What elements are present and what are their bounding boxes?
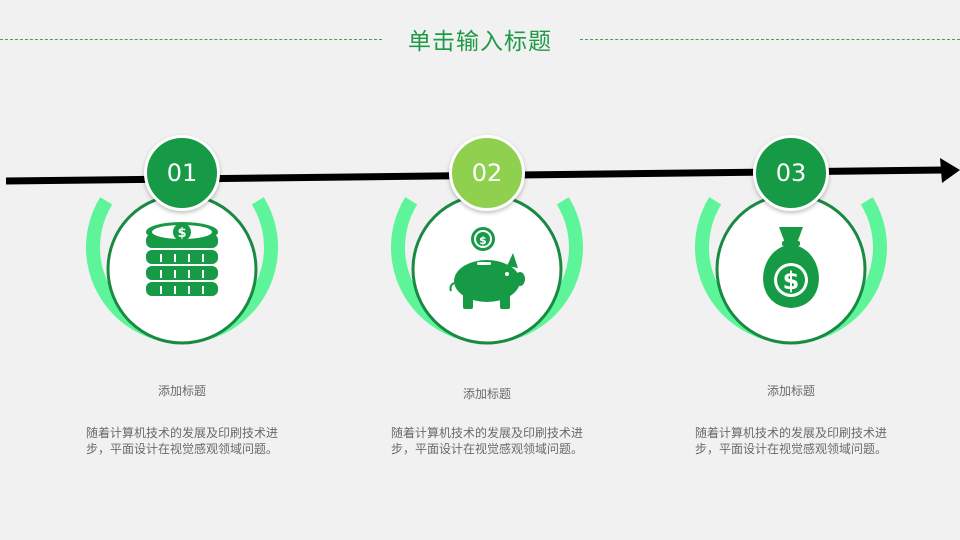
- step-description: 随着计算机技术的发展及印刷技术进步，平面设计在视觉感观领域问题。: [694, 426, 887, 456]
- step-number-badge: 03: [753, 135, 829, 211]
- svg-text:$: $: [479, 234, 487, 247]
- step-description: 随着计算机技术的发展及印刷技术进步，平面设计在视觉感观领域问题。: [390, 426, 583, 456]
- step-title: 添加标题: [157, 384, 206, 398]
- step-number: 02: [471, 159, 503, 187]
- step-title: 添加标题: [462, 387, 511, 401]
- title-divider-left: [0, 39, 382, 40]
- step-number-badge: 02: [449, 135, 525, 211]
- step-number: 01: [166, 159, 198, 187]
- money-bag-icon: $: [763, 227, 819, 308]
- step-description: 随着计算机技术的发展及印刷技术进步，平面设计在视觉感观领域问题。: [85, 426, 278, 456]
- piggy-bank-icon: $: [449, 227, 525, 309]
- coin-stack-icon: $: [146, 222, 218, 296]
- step-number-badge: 01: [144, 135, 220, 211]
- svg-text:$: $: [177, 226, 186, 241]
- step-number: 03: [775, 159, 807, 187]
- page-title: 单击输入标题: [408, 29, 552, 55]
- step-title: 添加标题: [766, 384, 815, 398]
- title-divider-right: [580, 39, 960, 40]
- svg-text:$: $: [783, 267, 800, 295]
